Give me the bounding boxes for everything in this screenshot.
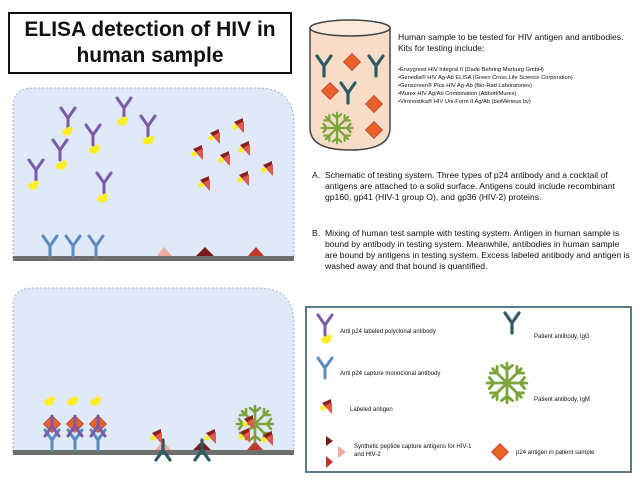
kit-list: •Enzygnost HIV Integral II (Dade Behring… — [398, 66, 638, 106]
legend-box — [305, 306, 632, 473]
kit-item: •Vironostika® HIV Uni-Form II Ag/Ab (bio… — [398, 99, 531, 105]
panel-b-igm-complex — [235, 404, 275, 450]
kit-item: •Murex HIV Ag/Ab Combination (Abbott/Mur… — [398, 91, 517, 97]
legend-patient-igm: Patient antibody, IgM — [534, 397, 590, 403]
legend-patient-igg: Patient antibody, IgG — [534, 334, 590, 340]
description-a-text: Schematic of testing system. Three types… — [325, 170, 615, 202]
legend-icons — [316, 311, 529, 468]
description-b: B. Mixing of human test sample with test… — [312, 228, 630, 272]
panel-b-well — [12, 287, 295, 455]
legend-synthetic-peptide: Synthetic peptide capture antigens for H… — [354, 444, 472, 458]
panel-b-igg-bridges — [150, 429, 216, 462]
description-a-label: A. — [312, 170, 321, 180]
description-a: A. Schematic of testing system. Three ty… — [312, 170, 630, 203]
kit-item: •Genscreen® Plus HIV Ag-Ab (Bio-Rad Labo… — [398, 83, 532, 89]
legend-labeled-antigen: Labeled antigen — [350, 407, 393, 413]
legend-p24-antigen: p24 antigen in patient sample — [516, 450, 595, 456]
legend-anti-p24-labeled: Anti p24 labeled polyclonal antibody — [340, 329, 436, 335]
kit-item: •Genedia® HIV Ag-Ab ELISA (Green Cross L… — [398, 75, 573, 81]
legend-anti-p24-capture: Anti p24 capture monoclonal antibody — [340, 371, 441, 377]
description-b-label: B. — [312, 228, 321, 238]
diagram-title: ELISA detection of HIV in human sample — [24, 18, 276, 67]
sample-tube — [309, 19, 391, 151]
title-box: ELISA detection of HIV in human sample — [8, 12, 292, 74]
panel-a-capture-antigens — [157, 247, 264, 256]
sample-intro-text: Human sample to be tested for HIV antige… — [398, 32, 624, 53]
panel-a-well — [12, 87, 295, 261]
description-b-text: Mixing of human test sample with testing… — [325, 228, 630, 271]
kit-item: •Enzygnost HIV Integral II (Dade Behring… — [398, 67, 544, 73]
